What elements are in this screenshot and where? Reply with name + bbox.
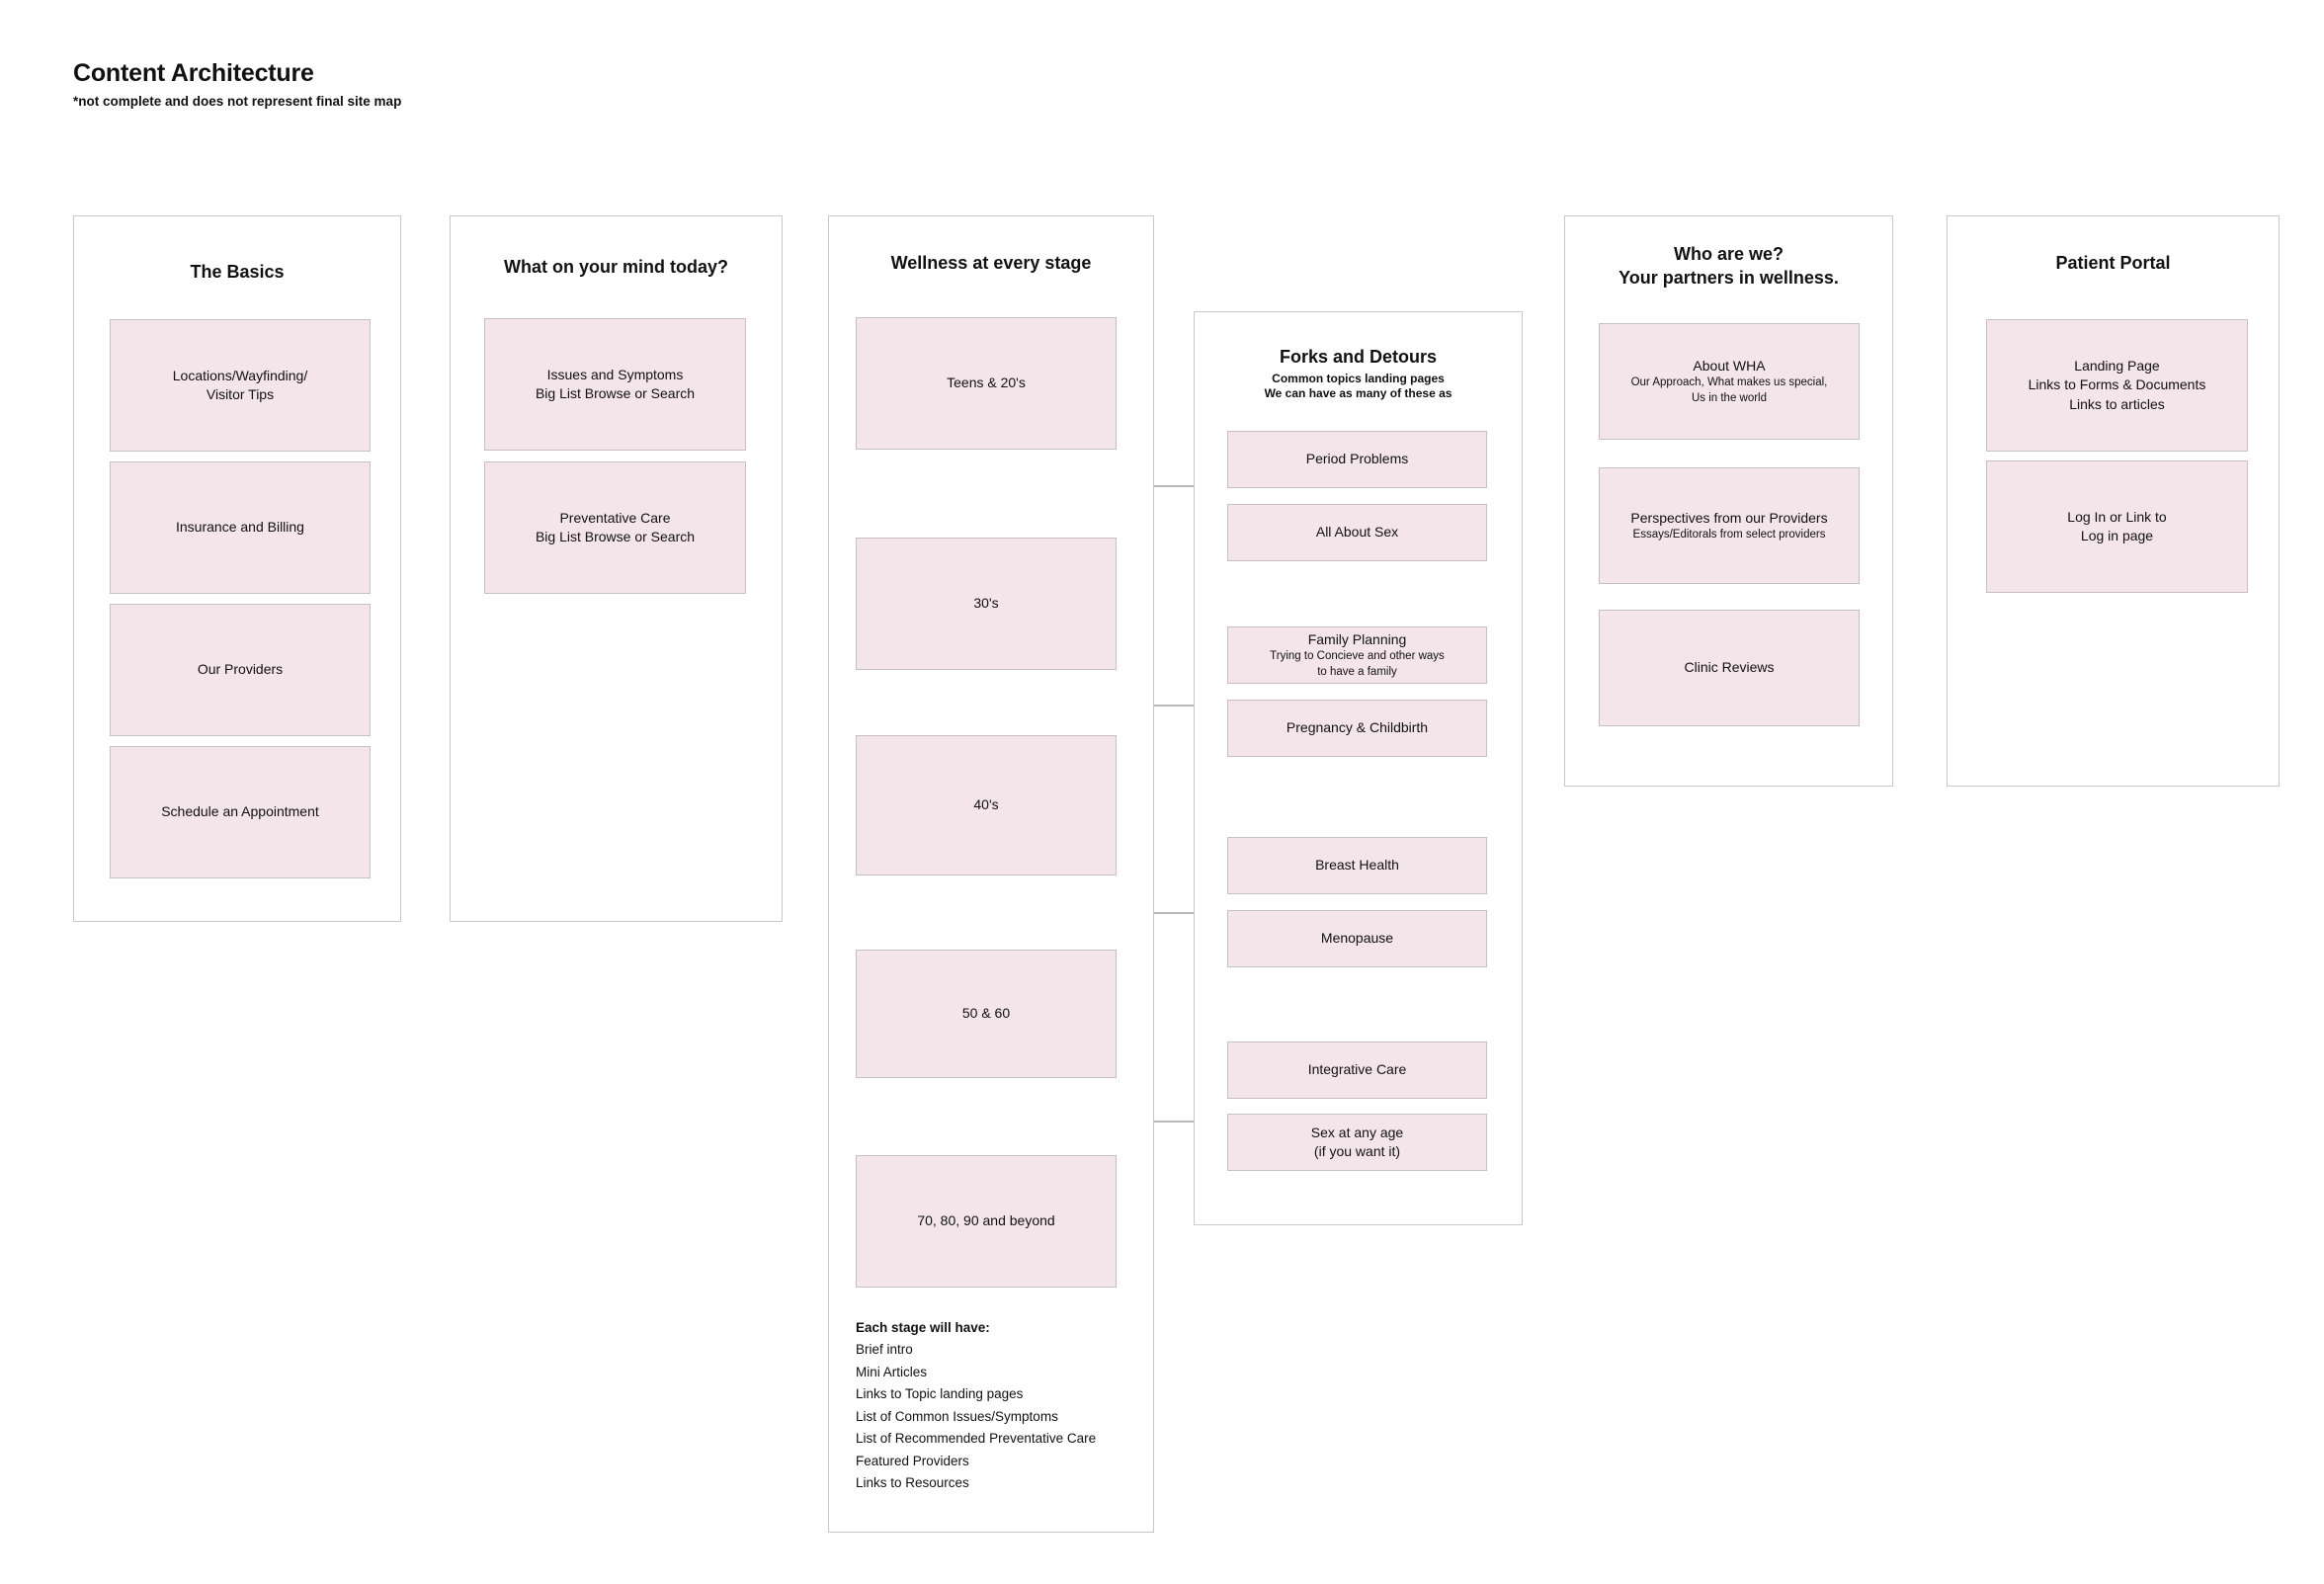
node-integrative-care[interactable]: Integrative Care [1227, 1042, 1487, 1099]
panel-who-are-we: Who are we? Your partners in wellness. A… [1564, 215, 1893, 787]
node-perspectives-from-our-providers[interactable]: Perspectives from our Providers Essays/E… [1599, 467, 1860, 584]
node-all-about-sex[interactable]: All About Sex [1227, 504, 1487, 561]
panel-forks-and-detours: Forks and Detours Common topics landing … [1194, 311, 1523, 1225]
node-schedule-an-appointment[interactable]: Schedule an Appointment [110, 746, 371, 878]
node-label: 50 & 60 [961, 1005, 1011, 1022]
node-label: Insurance and Billing [176, 519, 304, 536]
node-label: Clinic Reviews [1684, 659, 1775, 676]
node-label-stack: Perspectives from our Providers Essays/E… [1622, 509, 1835, 543]
panel-title-wellness-at-every-stage: Wellness at every stage [890, 253, 1092, 273]
node-label: Perspectives from our Providers [1630, 509, 1828, 526]
node-label: Issues and Symptoms Big List Browse or S… [535, 366, 696, 401]
panel-subtitle-forks-and-detours: Common topics landing pages We can have … [1264, 371, 1452, 401]
panel-title-what-on-your-mind-today: What on your mind today? [504, 257, 728, 277]
node-label: Period Problems [1305, 451, 1409, 467]
list-item: Links to Resources [856, 1475, 969, 1491]
panel-patient-portal: Patient Portal Landing Page Links to For… [1947, 215, 2280, 787]
node-label: Landing Page Links to Forms & Documents … [2028, 358, 2206, 412]
node-stage-teens-and-20s[interactable]: Teens & 20's [856, 317, 1117, 450]
node-breast-health[interactable]: Breast Health [1227, 837, 1487, 894]
stage-notes-block: Each stage will have: Brief intro Mini A… [856, 1320, 1172, 1499]
node-pregnancy-and-childbirth[interactable]: Pregnancy & Childbirth [1227, 700, 1487, 757]
panel-title-forks-and-detours: Forks and Detours [1279, 347, 1438, 367]
panel-title-the-basics: The Basics [190, 262, 285, 282]
node-label: Preventative Care Big List Browse or Sea… [535, 509, 696, 544]
node-label-stack: About WHA Our Approach, What makes us sp… [1631, 357, 1828, 406]
node-label: Schedule an Appointment [161, 803, 319, 820]
node-about-wha[interactable]: About WHA Our Approach, What makes us sp… [1599, 323, 1860, 440]
node-locations-wayfinding[interactable]: Locations/Wayfinding/ Visitor Tips [110, 319, 371, 452]
node-portal-landing-page[interactable]: Landing Page Links to Forms & Documents … [1986, 319, 2248, 452]
node-label: Family Planning [1307, 630, 1407, 647]
node-label-stack: Family Planning Trying to Concieve and o… [1270, 630, 1445, 680]
node-stage-40s[interactable]: 40's [856, 735, 1117, 875]
node-clinic-reviews[interactable]: Clinic Reviews [1599, 610, 1860, 726]
node-sex-at-any-age[interactable]: Sex at any age (if you want it) [1227, 1114, 1487, 1171]
node-sublabel: Essays/Editorals from select providers [1632, 528, 1826, 541]
panel-title-patient-portal: Patient Portal [2055, 253, 2171, 273]
node-label: Breast Health [1315, 857, 1399, 874]
node-family-planning[interactable]: Family Planning Trying to Concieve and o… [1227, 626, 1487, 684]
stage-notes-title: Each stage will have: [856, 1320, 990, 1335]
node-label: Our Providers [197, 661, 284, 678]
node-stage-70-80-90-and-beyond[interactable]: 70, 80, 90 and beyond [856, 1155, 1117, 1288]
node-sublabel: Our Approach, What makes us special, Us … [1630, 376, 1828, 404]
node-label: Teens & 20's [947, 375, 1026, 391]
page-title: Content Architecture [73, 59, 314, 87]
node-label: Locations/Wayfinding/ Visitor Tips [172, 367, 308, 402]
node-label: Log In or Link to Log in page [2067, 508, 2167, 543]
document-header: Content Architecture *not complete and d… [73, 59, 401, 109]
node-preventative-care[interactable]: Preventative Care Big List Browse or Sea… [484, 461, 746, 594]
node-label: All About Sex [1315, 524, 1399, 541]
list-item: Mini Articles [856, 1364, 928, 1379]
node-insurance-and-billing[interactable]: Insurance and Billing [110, 461, 371, 594]
stage-notes-list: Brief intro Mini Articles Links to Topic… [856, 1343, 1172, 1490]
list-item: Brief intro [856, 1342, 913, 1358]
node-stage-50-and-60[interactable]: 50 & 60 [856, 950, 1117, 1078]
list-item: List of Common Issues/Symptoms [856, 1408, 1058, 1424]
node-issues-and-symptoms[interactable]: Issues and Symptoms Big List Browse or S… [484, 318, 746, 451]
panel-the-basics: The Basics Locations/Wayfinding/ Visitor… [73, 215, 401, 922]
node-our-providers[interactable]: Our Providers [110, 604, 371, 736]
node-label: Integrative Care [1307, 1061, 1407, 1078]
node-menopause[interactable]: Menopause [1227, 910, 1487, 967]
forks-header: Forks and Detours Common topics landing … [1195, 347, 1522, 402]
page-subtitle: *not complete and does not represent fin… [73, 93, 402, 109]
list-item: Links to Topic landing pages [856, 1386, 1024, 1402]
list-item: List of Recommended Preventative Care [856, 1431, 1097, 1447]
node-label: Sex at any age (if you want it) [1310, 1124, 1404, 1159]
node-label: 70, 80, 90 and beyond [917, 1212, 1055, 1229]
node-sublabel: Trying to Concieve and other ways to hav… [1270, 650, 1445, 678]
node-period-problems[interactable]: Period Problems [1227, 431, 1487, 488]
panel-wellness-at-every-stage: Wellness at every stage Teens & 20's 30'… [828, 215, 1154, 1533]
node-label: 40's [973, 796, 999, 813]
node-label: Menopause [1320, 930, 1394, 947]
panel-title-who-are-we: Who are we? Your partners in wellness. [1618, 244, 1839, 288]
node-label: 30's [973, 595, 999, 612]
node-stage-30s[interactable]: 30's [856, 538, 1117, 670]
node-label: About WHA [1693, 357, 1766, 374]
node-label: Pregnancy & Childbirth [1286, 719, 1429, 736]
panel-what-on-your-mind-today: What on your mind today? Issues and Symp… [450, 215, 783, 922]
node-portal-log-in[interactable]: Log In or Link to Log in page [1986, 460, 2248, 593]
list-item: Featured Providers [856, 1453, 969, 1468]
